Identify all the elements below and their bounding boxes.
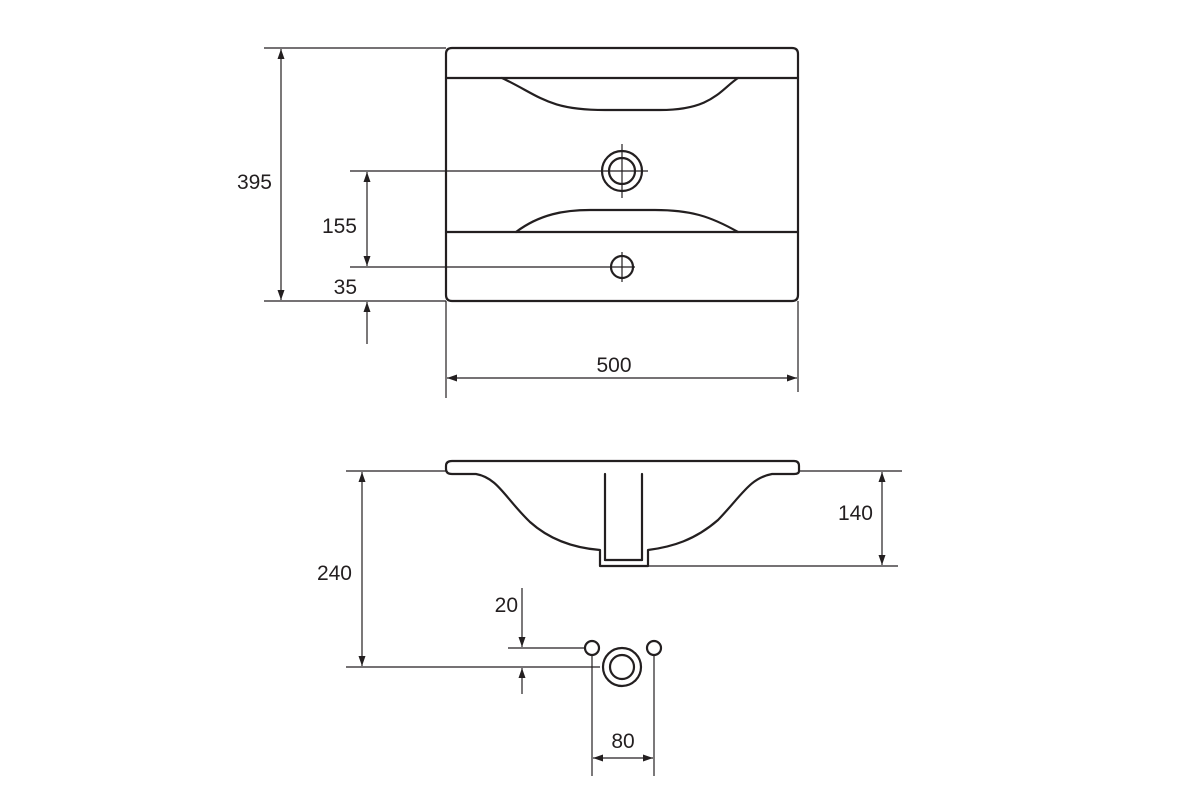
dim-label-depth: 395 <box>237 171 272 194</box>
dim-label-basin-depth: 140 <box>838 502 873 525</box>
waste-hole-outer <box>601 646 643 688</box>
fixing-detail: 20 80 <box>495 588 663 776</box>
basin-bowl-top-edge <box>500 76 740 112</box>
dim-label-fixing-spacing: 80 <box>611 730 634 753</box>
dim-label-waste-offset: 20 <box>495 594 518 617</box>
fixing-hole-right <box>645 639 663 657</box>
dim-label-tap-offset: 155 <box>322 215 357 238</box>
dim-label-total-height: 240 <box>317 562 352 585</box>
side-view: 240 140 <box>317 459 902 668</box>
basin-profile <box>444 459 801 568</box>
basin-outline-top <box>444 46 800 303</box>
top-view: 395 155 35 500 <box>237 46 800 398</box>
dim-label-width: 500 <box>596 354 631 377</box>
dim-label-overflow-offset: 35 <box>334 276 357 299</box>
fixing-hole-left <box>583 639 601 657</box>
basin-bowl-bottom-edge <box>514 208 740 234</box>
waste-hole-inner <box>608 653 636 681</box>
